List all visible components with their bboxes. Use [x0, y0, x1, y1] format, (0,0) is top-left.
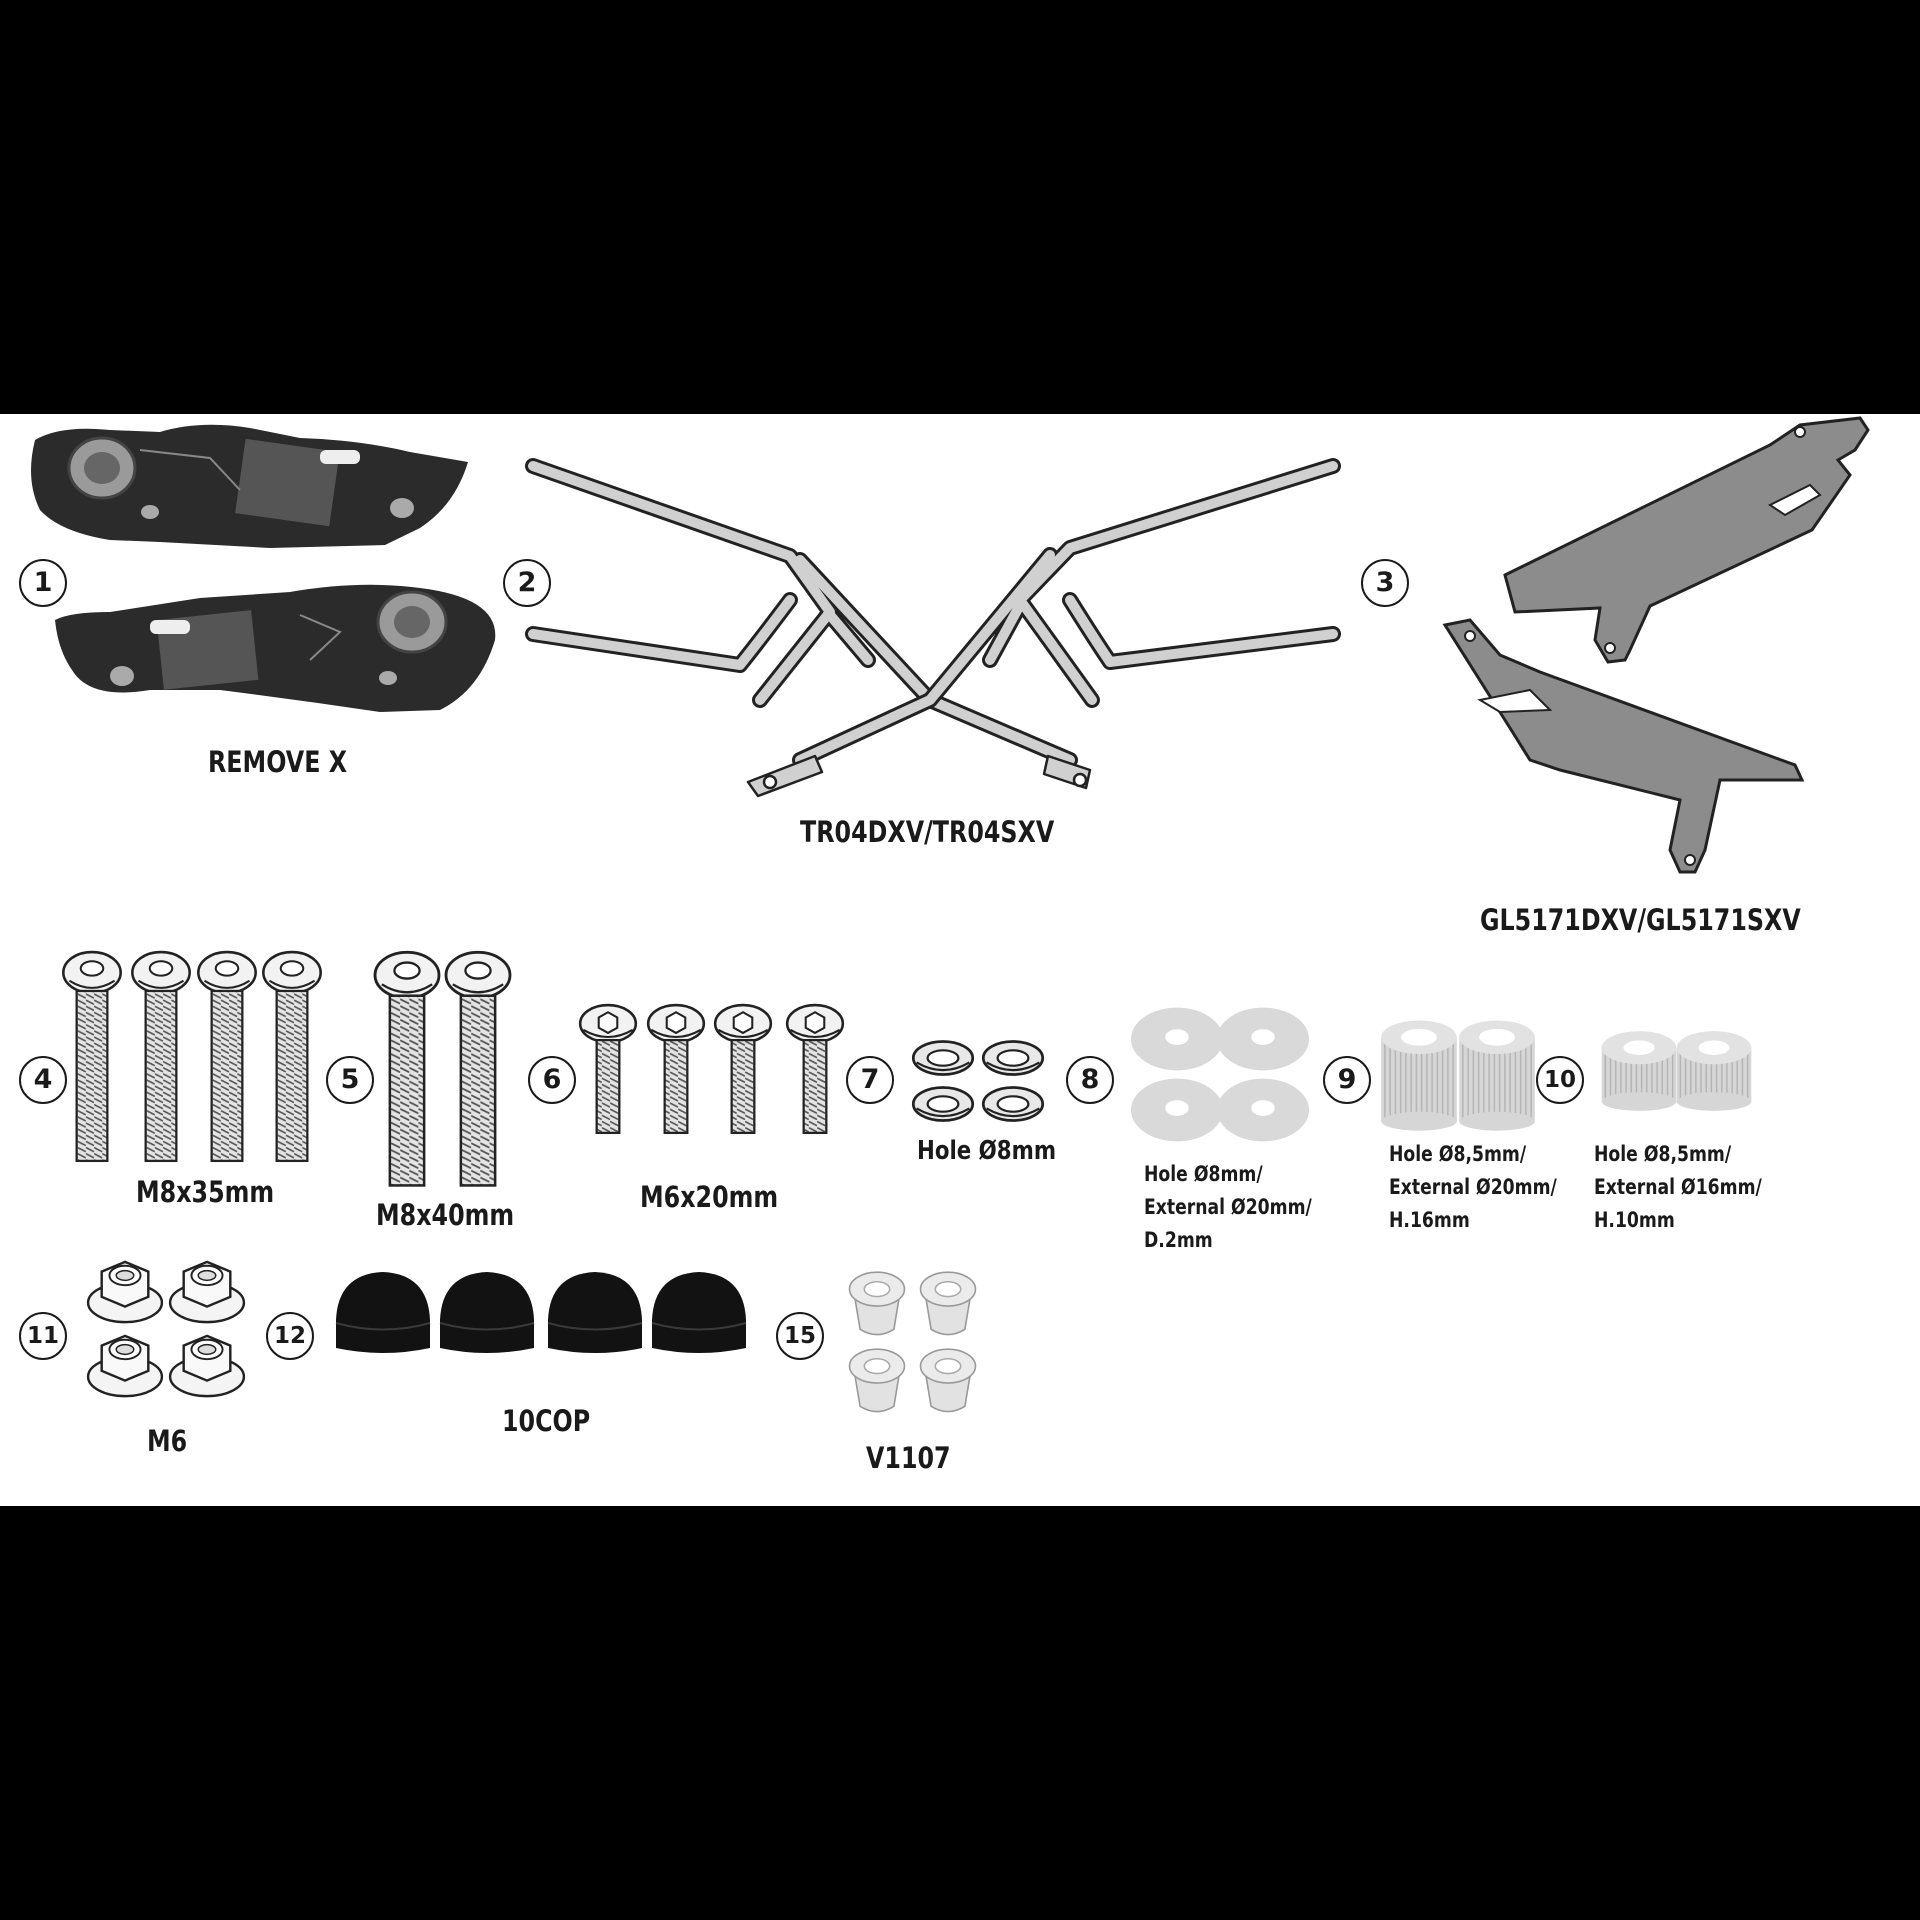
part-9-spacers: [1381, 1020, 1535, 1131]
part-4-bolts: [61, 950, 323, 1163]
part-label-6: M6x20mm: [640, 1180, 779, 1214]
part-number-10: 10: [1536, 1056, 1584, 1104]
part-7-spring-washers: [911, 1040, 1045, 1122]
part-spec-8-line-2: External Ø20mm/: [1144, 1195, 1312, 1219]
part-spec-10-line-3: H.10mm: [1594, 1208, 1675, 1232]
part-spec-9-line-3: H.16mm: [1389, 1208, 1470, 1232]
part-number-8: 8: [1066, 1056, 1114, 1104]
part-label-1: REMOVE X: [208, 745, 348, 779]
part-number-5: 5: [326, 1056, 374, 1104]
part-11-nuts: [86, 1260, 246, 1398]
part-12-caps: [335, 1271, 747, 1354]
part-6-bolts: [578, 1003, 845, 1135]
part-number-15: 15: [776, 1312, 824, 1360]
part-spec-8-line-1: Hole Ø8mm/: [1144, 1162, 1263, 1186]
part-label-4: M8x35mm: [136, 1175, 275, 1209]
part-number-1: 1: [19, 559, 67, 607]
part-spec-10-line-1: Hole Ø8,5mm/: [1594, 1142, 1732, 1166]
part-label-11: M6: [147, 1424, 188, 1458]
part-label-12: 10COP: [502, 1404, 591, 1438]
part-spec-9: Hole Ø8,5mm/ External Ø20mm/ H.16mm: [1389, 1138, 1557, 1237]
bottom-black-band: [0, 1506, 1920, 1920]
part-number-6: 6: [528, 1056, 576, 1104]
part-spec-10: Hole Ø8,5mm/ External Ø16mm/ H.10mm: [1594, 1138, 1762, 1237]
part-spec-9-line-2: External Ø20mm/: [1389, 1175, 1557, 1199]
part-number-7: 7: [846, 1056, 894, 1104]
part-number-3: 3: [1361, 559, 1409, 607]
part-1-cover-upper: [31, 424, 468, 548]
part-5-bolts: [373, 950, 512, 1187]
part-spec-10-line-2: External Ø16mm/: [1594, 1175, 1762, 1199]
part-spec-9-line-1: Hole Ø8,5mm/: [1389, 1142, 1527, 1166]
part-2-tube-frames: [525, 458, 1341, 798]
part-number-12: 12: [266, 1312, 314, 1360]
part-label-5: M8x40mm: [376, 1198, 515, 1232]
part-8-flat-washers: [1130, 1007, 1310, 1142]
top-black-band: [0, 0, 1920, 414]
part-10-spacers: [1601, 1031, 1752, 1111]
part-label-7: Hole Ø8mm: [917, 1136, 1057, 1166]
part-number-4: 4: [19, 1056, 67, 1104]
part-spec-8: Hole Ø8mm/ External Ø20mm/ D.2mm: [1144, 1158, 1312, 1257]
part-1-cover-lower: [55, 584, 496, 712]
part-number-11: 11: [19, 1312, 67, 1360]
part-label-3: GL5171DXV/GL5171SXV: [1480, 903, 1801, 937]
part-number-2: 2: [503, 559, 551, 607]
part-label-2: TR04DXV/TR04SXV: [800, 815, 1055, 849]
part-label-15: V1107: [866, 1441, 951, 1475]
part-number-9: 9: [1323, 1056, 1371, 1104]
part-spec-8-line-3: D.2mm: [1144, 1228, 1213, 1252]
part-3-plates: [1442, 416, 1870, 874]
part-15-grommets: [848, 1271, 977, 1413]
